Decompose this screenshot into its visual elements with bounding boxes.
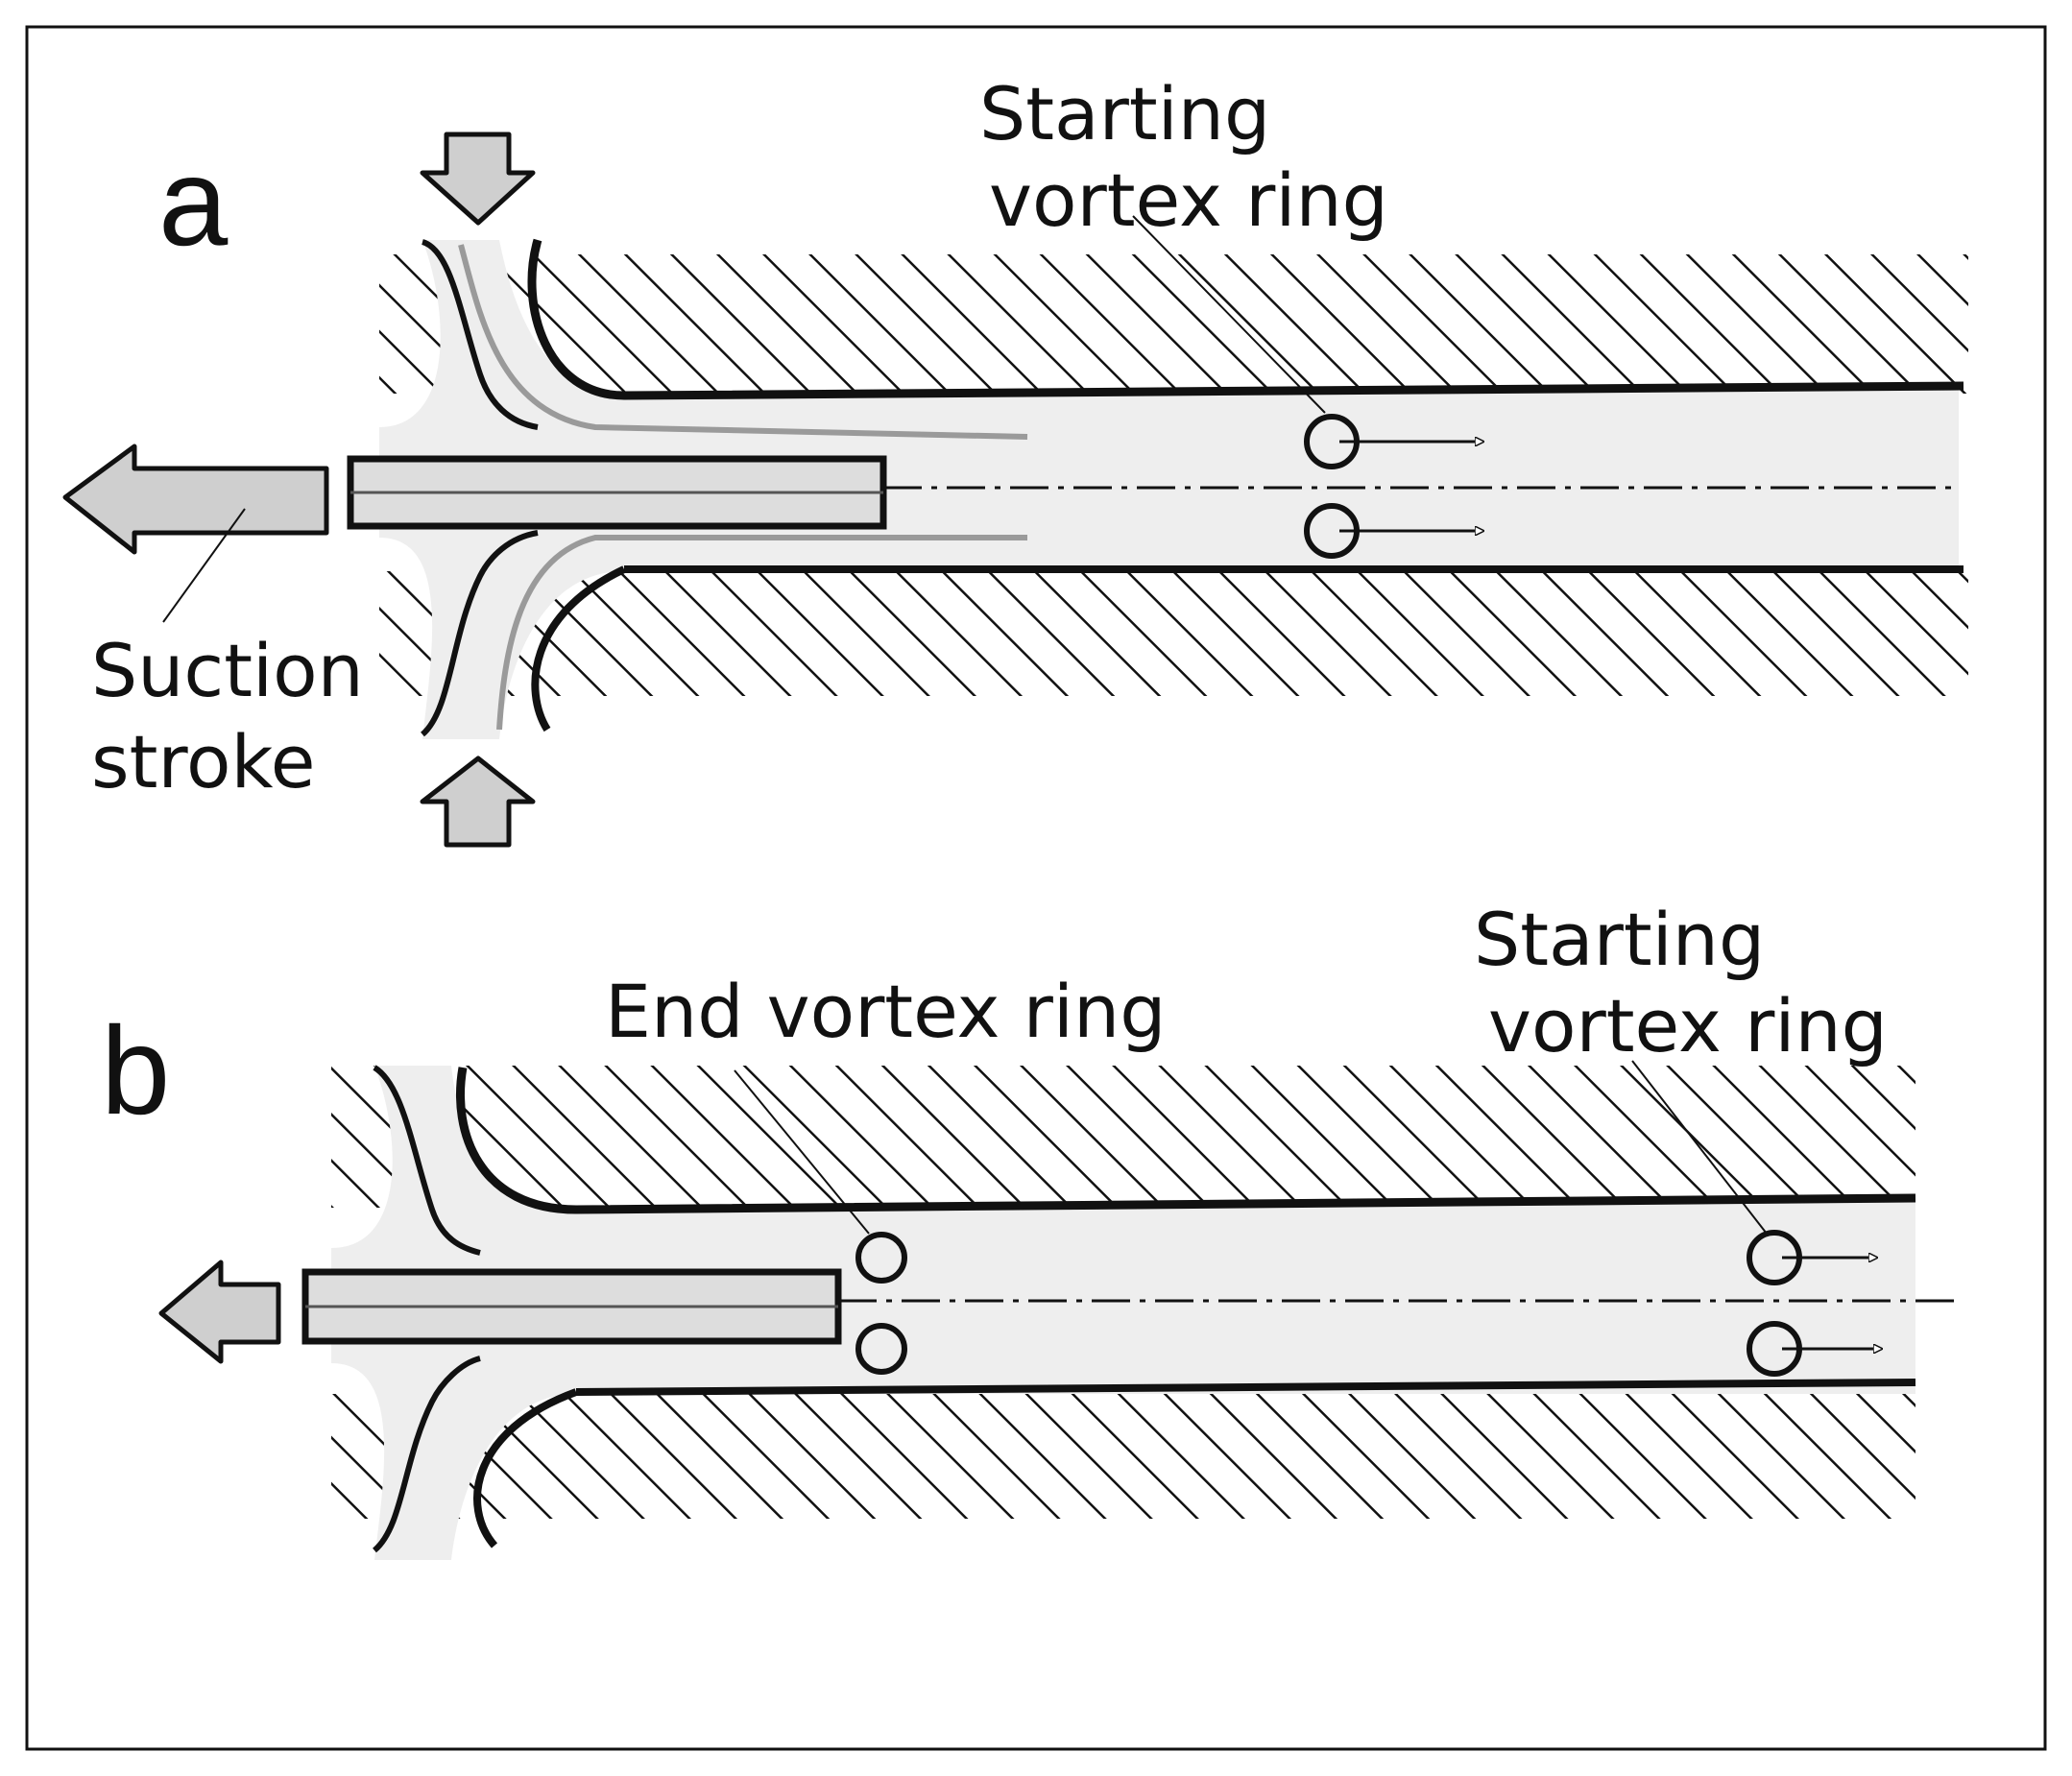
lower-wall-hatch-b xyxy=(331,1394,1915,1519)
lower-streamline xyxy=(496,535,1027,731)
upper-wall-hatch-b xyxy=(331,1066,1915,1208)
starting-vortex-label-a-line1: Starting xyxy=(979,71,1270,156)
starting-vortex-label-b-line2: vortex ring xyxy=(1488,983,1888,1068)
upper-left-inlet-wall-b xyxy=(373,1065,481,1256)
main-channel-fluid-b xyxy=(331,1066,1915,1560)
suction-arrow-b-icon xyxy=(158,1260,281,1364)
top-inflow-arrow-icon xyxy=(420,132,536,226)
panel-b-letter: b xyxy=(101,1000,170,1140)
upper-channel-wall xyxy=(527,238,1964,400)
figure-frame xyxy=(25,25,2047,1751)
lower-left-inlet-wall xyxy=(420,530,539,737)
end-vortex-label: End vortex ring xyxy=(605,969,1166,1054)
bottom-inflow-arrow-icon xyxy=(420,756,536,848)
starting-label-leader-a xyxy=(1132,215,1326,414)
starting-label-leader-b xyxy=(1631,1060,1768,1235)
end-label-leader xyxy=(734,1069,870,1235)
lower-left-inlet-wall-b xyxy=(372,1356,481,1553)
lower-channel-wall-b xyxy=(575,1379,1916,1396)
upper-streamline xyxy=(458,244,1028,440)
upper-left-inlet-wall xyxy=(421,239,539,430)
suction-arrow-icon xyxy=(62,444,329,555)
lower-curve-wall-b xyxy=(473,1388,578,1548)
end-vortex-ring-upper-icon xyxy=(855,1232,907,1284)
end-vortex-ring-lower-icon xyxy=(855,1323,907,1375)
main-channel-fluid xyxy=(379,240,1959,739)
lower-wall-hatch xyxy=(379,571,1968,696)
suction-stroke-label-line2: stroke xyxy=(91,719,316,804)
panel-b: b End vortex ring Starting vortex ring xyxy=(101,897,1959,1560)
suction-stroke-label-line1: Suction xyxy=(91,628,364,713)
panel-a-letter: a xyxy=(158,132,229,272)
upper-wall-hatch xyxy=(379,254,1968,394)
starting-vortex-label-a-line2: vortex ring xyxy=(989,157,1388,243)
lower-curve-wall xyxy=(531,565,626,732)
upper-channel-wall-b xyxy=(456,1067,1916,1214)
suction-label-leader xyxy=(162,508,246,623)
starting-vortex-label-b-line1: Starting xyxy=(1474,897,1765,982)
panel-a: a Suction stroke Starting vortex ring xyxy=(62,71,1968,848)
